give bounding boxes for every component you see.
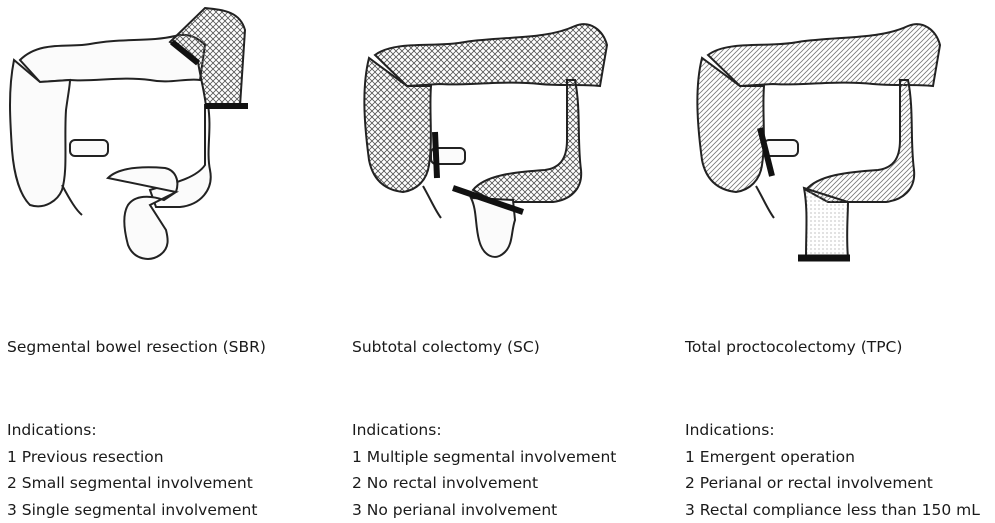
indication-item: 1 Multiple segmental involvement — [352, 444, 616, 471]
indication-item: 2 Perianal or rectal involvement — [685, 470, 980, 497]
sc-panel: Subtotal colectomy (SC) Indications: 1 M… — [345, 0, 675, 517]
tpc-indications: Indications: 1 Emergent operation 2 Peri… — [685, 417, 980, 523]
sbr-indications: Indications: 1 Previous resection 2 Smal… — [7, 417, 257, 523]
sbr-panel: Segmental bowel resection (SBR) Indicati… — [0, 0, 330, 517]
sc-indications: Indications: 1 Multiple segmental involv… — [352, 417, 616, 523]
sc-title: Subtotal colectomy (SC) — [352, 338, 540, 356]
indication-item: 2 No rectal involvement — [352, 470, 616, 497]
indications-heading: Indications: — [685, 417, 980, 444]
sbr-colon-illustration — [0, 0, 330, 280]
tpc-colon-illustration — [678, 0, 995, 280]
tpc-panel: Total proctocolectomy (TPC) Indications:… — [678, 0, 995, 517]
indication-item: 3 Rectal compliance less than 150 mL — [685, 497, 980, 523]
sbr-title: Segmental bowel resection (SBR) — [7, 338, 266, 356]
indication-item: 1 Emergent operation — [685, 444, 980, 471]
indications-heading: Indications: — [7, 417, 257, 444]
indication-item: 1 Previous resection — [7, 444, 257, 471]
tpc-title: Total proctocolectomy (TPC) — [685, 338, 902, 356]
indications-heading: Indications: — [352, 417, 616, 444]
indication-item: 2 Small segmental involvement — [7, 470, 257, 497]
indication-item: 3 Single segmental involvement — [7, 497, 257, 523]
sc-colon-illustration — [345, 0, 675, 280]
indication-item: 3 No perianal involvement — [352, 497, 616, 523]
